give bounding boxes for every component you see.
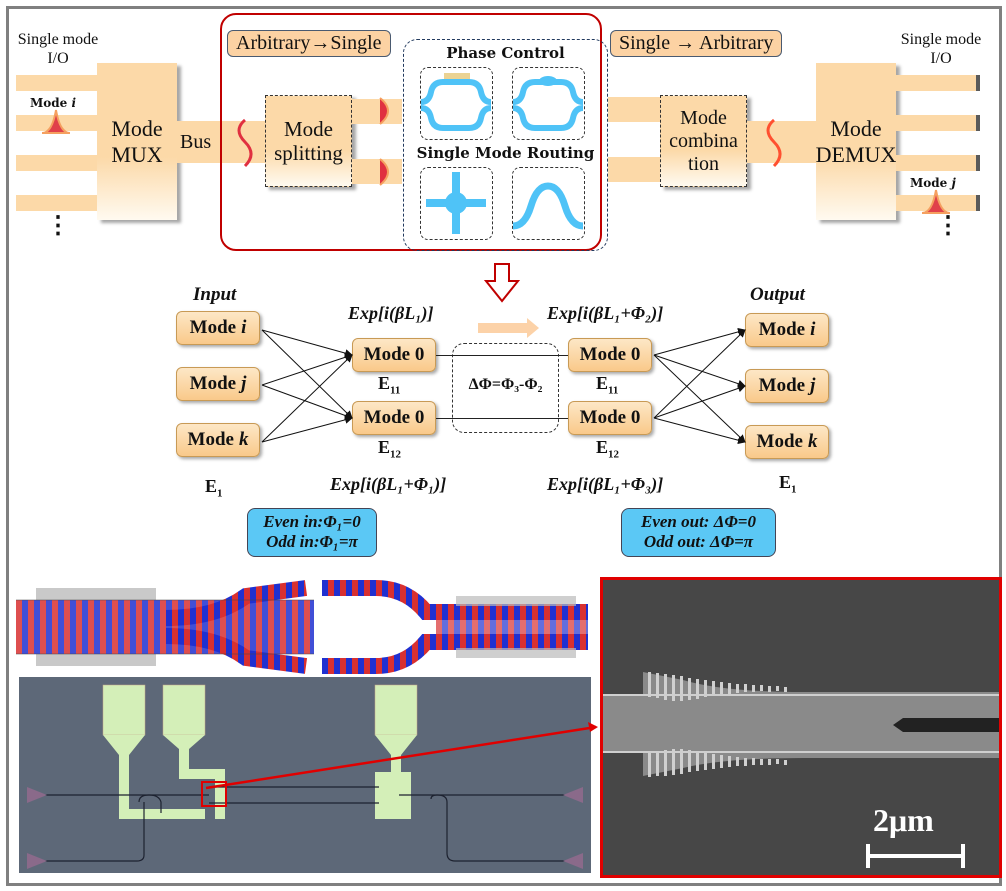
split-pulse-bottom-icon bbox=[379, 158, 389, 186]
delta-phi-box bbox=[452, 343, 559, 433]
link-top bbox=[436, 355, 568, 356]
even-out-text: Even out: ΔΦ=0 bbox=[641, 512, 756, 531]
combine-waveguide-bottom bbox=[608, 157, 663, 182]
output-bus-wave-icon bbox=[766, 118, 782, 168]
mode-splitting-block: Mode splitting bbox=[265, 95, 352, 187]
tag-single-to-arbitrary: Single → Arbitrary bbox=[610, 30, 783, 57]
input-phase-note: Even in:Φ₁=0 Odd in:Φ₁=π bbox=[247, 508, 377, 557]
mode-demux-block: Mode DEMUX bbox=[816, 63, 896, 220]
mode-j-label: Mode j bbox=[910, 176, 956, 190]
scale-bar-label: 2μm bbox=[873, 802, 934, 838]
e1-input-label: E1 bbox=[205, 476, 223, 500]
mode-combination-block: Mode combina tion bbox=[660, 95, 747, 187]
output-phase-note: Even out: ΔΦ=0 Odd out: ΔΦ=π bbox=[621, 508, 776, 557]
electrode-pad-1 bbox=[102, 684, 146, 736]
combine-waveguide-top bbox=[608, 97, 663, 122]
e12-left-label: E12 bbox=[378, 437, 402, 461]
routing-crossing bbox=[420, 167, 493, 240]
bend-icon bbox=[512, 182, 584, 230]
down-arrow-icon bbox=[484, 263, 520, 303]
mode-i-label: Mode i bbox=[30, 96, 77, 110]
field-simulation bbox=[16, 578, 588, 676]
mid-right-mode-0-bottom: Mode 0 bbox=[568, 401, 652, 435]
grating-coupler-right-2 bbox=[563, 853, 583, 869]
electrode-pad-2 bbox=[162, 684, 206, 736]
input-waveguide-1 bbox=[16, 75, 100, 91]
exp-top-left: Exp[i(βL₁)] bbox=[348, 303, 434, 323]
device-micrograph bbox=[19, 677, 591, 873]
grating-coupler-right-1 bbox=[563, 787, 583, 803]
e11-right-label: E11 bbox=[596, 373, 619, 397]
sem-image: 2μm bbox=[600, 577, 1002, 878]
flow-arrow-head-icon bbox=[527, 318, 539, 338]
delta-phi-label: ΔΦ=Φ₃-Φ₂ bbox=[468, 376, 543, 393]
waveguide-end-1 bbox=[976, 75, 980, 91]
mid-right-mode-0-top: Mode 0 bbox=[568, 338, 652, 372]
phase-control-heater-mzi bbox=[420, 67, 493, 140]
mid-left-mode-0-top: Mode 0 bbox=[352, 338, 436, 372]
e12-right-label: E12 bbox=[596, 437, 620, 461]
output-waveguide-3 bbox=[896, 155, 978, 171]
link-bottom bbox=[436, 418, 568, 419]
width-mzi-icon bbox=[512, 76, 584, 131]
tag-arbitrary-to-single: Arbitrary→Single bbox=[227, 30, 391, 57]
input-title: Input bbox=[193, 284, 237, 305]
even-in-text: Even in:Φ₁=0 bbox=[263, 512, 361, 531]
input-waveguide-3 bbox=[16, 155, 100, 171]
waveguide-end-2 bbox=[976, 115, 980, 131]
mode-i-pulse-icon bbox=[42, 109, 70, 134]
bus-label: Bus bbox=[180, 131, 212, 153]
phase-routing-panel bbox=[403, 39, 608, 251]
output-title: Output bbox=[750, 284, 805, 305]
flow-direction-arrow bbox=[478, 323, 528, 333]
output-bus-waveguide bbox=[747, 121, 817, 163]
split-waveguide-bottom bbox=[352, 159, 402, 184]
ellipsis-right: ⋮ bbox=[936, 213, 960, 239]
sem-drawing bbox=[603, 580, 999, 875]
sem-subwavelength-grating-bottom bbox=[648, 749, 787, 777]
input-waveguide-4 bbox=[16, 195, 100, 211]
split-waveguide-top bbox=[352, 99, 402, 124]
electrode-pad-3 bbox=[374, 684, 418, 736]
mode-mux-block: Mode MUX bbox=[97, 63, 177, 220]
bus-wave-icon bbox=[237, 118, 253, 168]
waveguide-end-4 bbox=[976, 195, 980, 211]
routing-title: Single Mode Routing bbox=[416, 144, 595, 162]
exp-bottom-left: Exp[i(βL₁+Φ₁)] bbox=[330, 474, 447, 494]
odd-in-text: Odd in:Φ₁=π bbox=[266, 532, 358, 552]
grating-coupler-left-2 bbox=[27, 853, 47, 869]
exp-bottom-right: Exp[i(βL₁+Φ₃)] bbox=[547, 474, 664, 494]
crossing-icon bbox=[426, 172, 486, 234]
output-waveguide-2 bbox=[896, 115, 978, 131]
micrograph-drawing bbox=[27, 684, 583, 869]
odd-out-text: Odd out: ΔΦ=π bbox=[643, 532, 754, 552]
exp-top-right: Exp[i(βL₁+Φ₂)] bbox=[547, 303, 664, 323]
grating-coupler-left-1 bbox=[27, 787, 47, 803]
split-pulse-top-icon bbox=[379, 97, 389, 125]
io-right-label: Single mode I/O bbox=[900, 31, 982, 68]
sem-slot-gap bbox=[893, 718, 999, 732]
waveguide-end-3 bbox=[976, 155, 980, 171]
e11-left-label: E11 bbox=[378, 373, 401, 397]
sem-subwavelength-grating-top bbox=[648, 672, 787, 701]
heater-mzi-icon bbox=[420, 73, 492, 131]
ellipsis-left: ⋮ bbox=[46, 213, 70, 239]
output-waveguide-1 bbox=[896, 75, 978, 91]
io-left-label: Single mode I/O bbox=[17, 31, 99, 68]
phase-control-title: Phase Control bbox=[446, 44, 565, 62]
mid-left-mode-0-bottom: Mode 0 bbox=[352, 401, 436, 435]
phase-control-width-mzi bbox=[512, 67, 585, 140]
mode-j-pulse-icon bbox=[922, 189, 950, 214]
routing-bend bbox=[512, 167, 585, 240]
e1-output-label: E1 bbox=[779, 472, 797, 496]
